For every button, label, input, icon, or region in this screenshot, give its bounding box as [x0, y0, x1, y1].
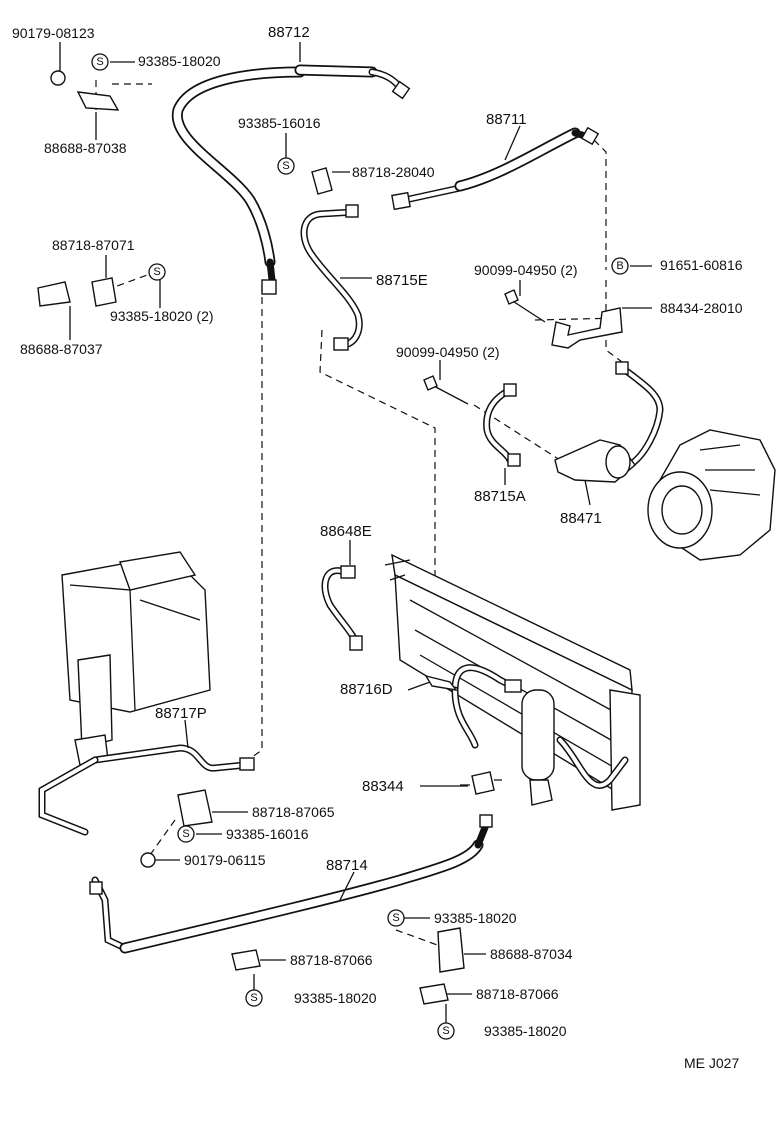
hose-88711	[391, 126, 600, 211]
s-symbol-text: S	[182, 828, 189, 840]
s-symbol-text: S	[392, 912, 399, 924]
s-symbol-text: S	[442, 1025, 449, 1037]
label-88718-28040: 88718-28040	[352, 164, 435, 180]
label-88471: 88471	[560, 510, 602, 527]
bracket-88434-28010	[423, 289, 623, 405]
pipe-88717P	[38, 744, 255, 836]
label-90179-08123: 90179-08123	[12, 25, 95, 41]
pipe-88715E	[300, 204, 363, 351]
b-symbol	[611, 257, 629, 275]
s-symbol	[277, 157, 295, 175]
label-88718-87071: 88718-87071	[52, 237, 135, 253]
label-90179-06115: 90179-06115	[184, 852, 266, 868]
label-91651-60816: 91651-60816	[660, 257, 743, 273]
label-93385-18020-c: 93385-18020	[434, 910, 517, 926]
pipe-right-compressor	[615, 361, 664, 469]
label-88711: 88711	[486, 111, 527, 128]
label-88688-87034: 88688-87034	[490, 946, 573, 962]
pipe-88715A	[483, 383, 521, 467]
label-88688-87037: 88688-87037	[20, 341, 103, 357]
s-symbol	[148, 263, 166, 281]
s-symbol	[245, 989, 263, 1007]
compressor-88471	[554, 429, 776, 561]
label-88715A: 88715A	[474, 488, 526, 505]
label-90099-04950-a: 90099-04950 (2)	[474, 262, 578, 278]
s-symbol-text: S	[153, 266, 160, 278]
label-88718-87066-b: 88718-87066	[476, 986, 559, 1002]
s-symbol	[387, 909, 405, 927]
s-symbol	[91, 53, 109, 71]
s-symbol	[437, 1022, 455, 1040]
label-93385-18020-d: 93385-18020	[294, 990, 377, 1006]
label-88715E: 88715E	[376, 272, 428, 289]
label-88716D: 88716D	[340, 681, 393, 698]
reference-code: ME J027	[684, 1055, 739, 1071]
s-symbol-text: S	[250, 992, 257, 1004]
sensor-88648E	[321, 565, 363, 651]
label-88648E: 88648E	[320, 523, 372, 540]
small-clamps	[37, 70, 465, 1005]
label-88688-87038: 88688-87038	[44, 140, 127, 156]
label-88434-28010: 88434-28010	[660, 300, 743, 316]
label-93385-18020-2: 93385-18020 (2)	[110, 308, 214, 324]
part-labels: 90179-08123 93385-18020 88712 88688-8703…	[12, 24, 743, 1071]
label-93385-18020: 93385-18020	[138, 53, 221, 69]
label-88712: 88712	[268, 24, 310, 41]
label-93385-16016: 93385-16016	[238, 115, 321, 131]
leader-lines	[59, 42, 652, 1024]
b-symbol-text: B	[616, 260, 623, 272]
label-88344: 88344	[362, 778, 404, 795]
valve-88344	[460, 771, 502, 795]
label-88717P: 88717P	[155, 705, 207, 722]
label-90099-04950-b: 90099-04950 (2)	[396, 344, 500, 360]
label-88718-87065: 88718-87065	[252, 804, 335, 820]
label-93385-18020-e: 93385-18020	[484, 1023, 567, 1039]
receiver-dryer	[424, 664, 629, 806]
evaporator-unit	[61, 551, 211, 766]
dashed-guides	[95, 80, 623, 947]
s-symbol-text: S	[96, 56, 103, 68]
label-93385-16016-b: 93385-16016	[226, 826, 309, 842]
s-symbol	[177, 825, 195, 843]
label-88718-87066-a: 88718-87066	[290, 952, 373, 968]
s-symbol-text: S	[282, 160, 289, 172]
label-88714: 88714	[326, 857, 368, 874]
s-symbols: S S S S S S S B	[91, 53, 629, 1040]
hose-88712	[171, 64, 411, 295]
hose-88714	[89, 814, 493, 954]
